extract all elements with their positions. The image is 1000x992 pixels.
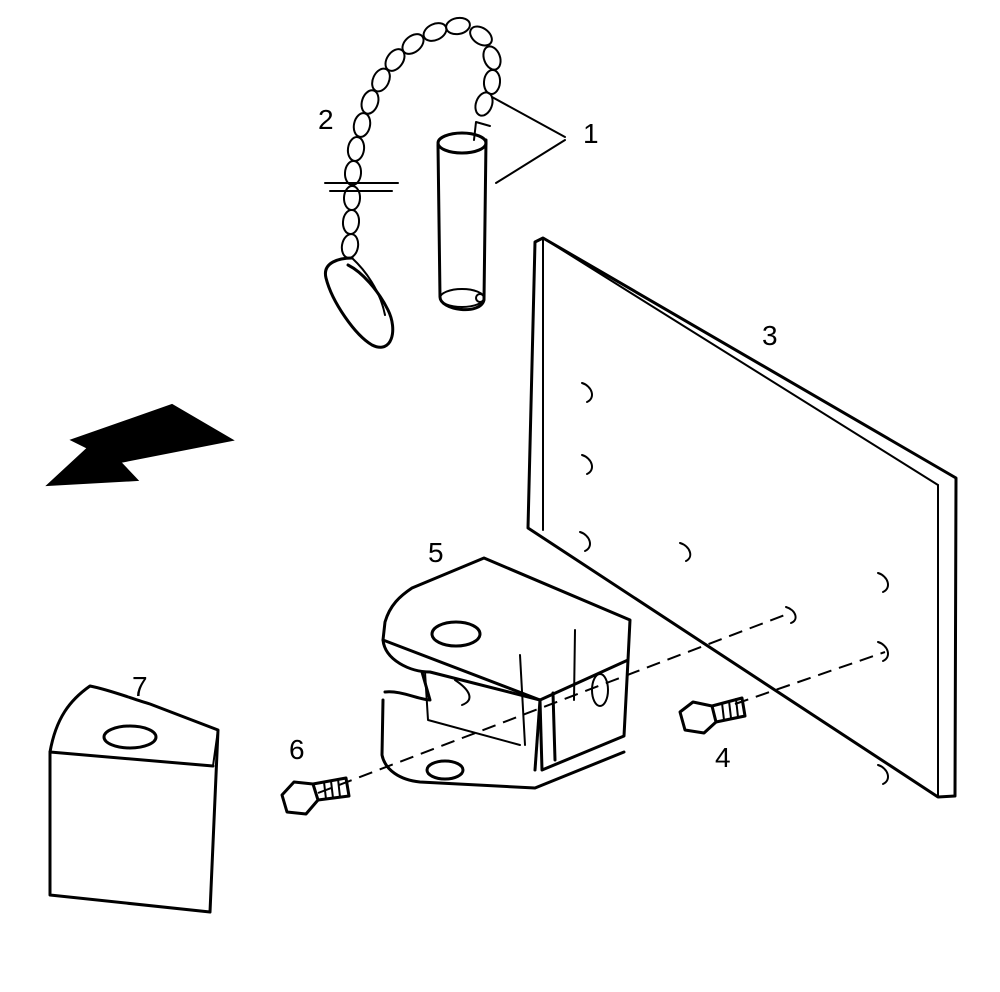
callout-5: 5 — [428, 537, 444, 568]
callout-2: 2 — [318, 104, 334, 135]
hitch-pin — [436, 121, 491, 312]
callout-1: 1 — [583, 118, 599, 149]
chain-assembly — [323, 16, 502, 349]
cap-screw-4 — [678, 696, 747, 735]
cap-screw-6 — [280, 776, 351, 816]
mounting-plate — [526, 236, 958, 799]
hitch-bracket — [380, 556, 632, 790]
callout-7: 7 — [132, 671, 148, 702]
leader-lines-1 — [491, 96, 566, 184]
callout-3: 3 — [762, 320, 778, 351]
bumper-block — [48, 684, 220, 914]
plate-holes — [579, 382, 890, 785]
bolt-axis-lines — [317, 612, 886, 794]
direction-arrow — [45, 403, 235, 487]
callout-4: 4 — [715, 742, 731, 773]
callout-6: 6 — [289, 734, 305, 765]
chain-links — [340, 16, 502, 259]
